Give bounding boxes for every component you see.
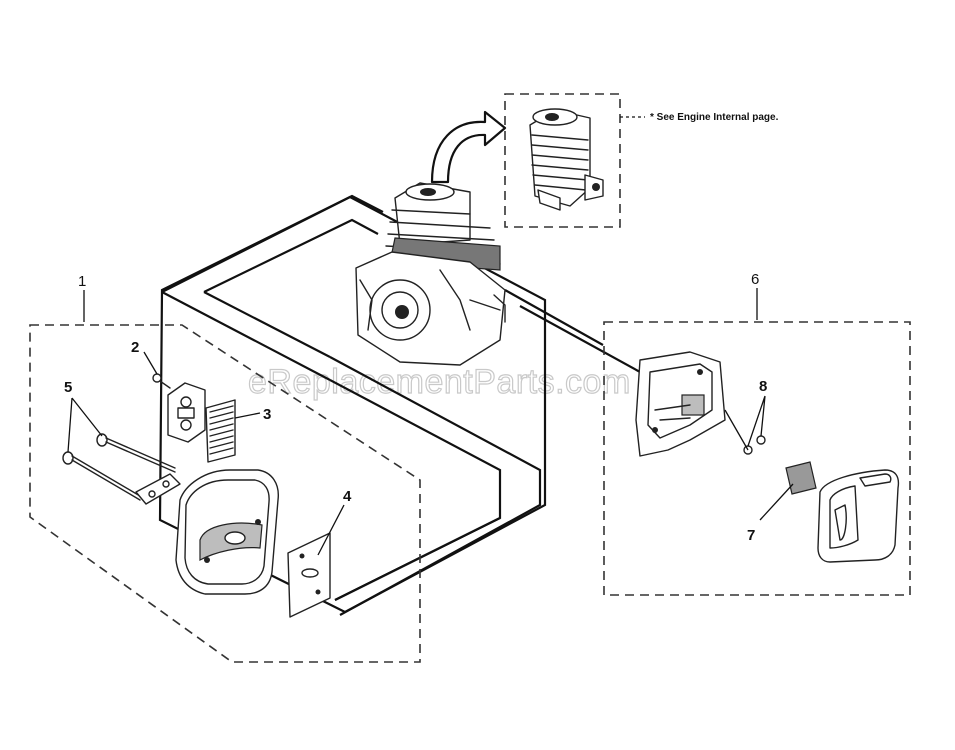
group-box-1	[29, 324, 421, 663]
air-filter-element-icon	[785, 461, 817, 495]
fuel-tank-icon	[817, 469, 900, 563]
callout-2: 2	[131, 339, 139, 356]
engine-internal-note: * See Engine Internal page.	[650, 112, 779, 123]
gasket-icon	[167, 382, 206, 443]
spark-screen-icon	[205, 399, 236, 463]
engine-outline-frame	[158, 194, 641, 616]
callout-5: 5	[64, 379, 72, 396]
callout-4: 4	[343, 488, 352, 505]
arrow-icon	[430, 110, 507, 184]
watermark: eReplacementParts.com	[248, 363, 631, 401]
leader-lines	[67, 288, 794, 556]
callout-7: 7	[747, 527, 755, 544]
muffler-icon	[175, 469, 279, 595]
air-filter-base-icon	[635, 351, 726, 457]
engine-cylinder-icon	[529, 108, 604, 211]
muffler-plate-icon	[287, 532, 331, 618]
callout-1: 1	[78, 273, 86, 290]
nut-icon	[743, 435, 766, 455]
muffler-bracket-icon	[135, 473, 181, 505]
engine-internal-box	[504, 93, 621, 228]
engine-block-icon	[355, 182, 506, 366]
callout-3: 3	[263, 406, 271, 423]
callout-8: 8	[759, 378, 767, 395]
group-box-6	[603, 321, 911, 596]
callout-6: 6	[751, 271, 759, 288]
